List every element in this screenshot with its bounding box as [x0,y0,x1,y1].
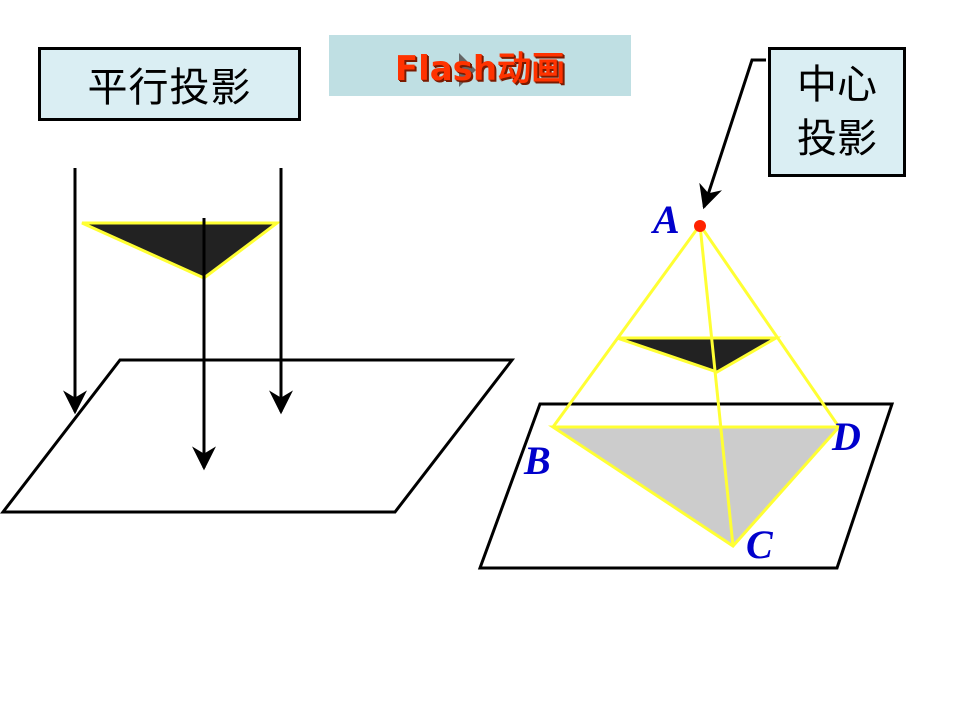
play-triangle-icon[interactable] [459,53,476,87]
parallel-projection-plane [0,358,516,514]
pointer-arrow [699,58,766,210]
flash-animation-button[interactable]: Flash动画 [329,35,631,96]
ray-a-to-b [551,224,702,428]
point-label-a: A [650,197,680,242]
central-object-triangle [616,336,782,374]
shadow-triangle-bcd [548,425,843,548]
central-projection-text-line1: 中心 [797,62,877,108]
parallel-projection-text: 平行投影 [87,65,252,111]
flash-animation-label: Flash动画 [394,49,566,89]
ray-a-to-c [698,224,735,547]
ray-a-to-d [698,224,841,428]
central-projection-text-line2: 投影 [797,116,877,162]
parallel-object-triangle [81,221,282,280]
point-label-d: D [831,414,861,459]
parallel-projection-label: 平行投影 [38,47,301,121]
point-label-c: C [746,522,774,567]
central-projection-label: 中心 投影 [768,47,906,177]
light-source-point-a [694,220,706,232]
point-label-b: B [523,438,551,483]
